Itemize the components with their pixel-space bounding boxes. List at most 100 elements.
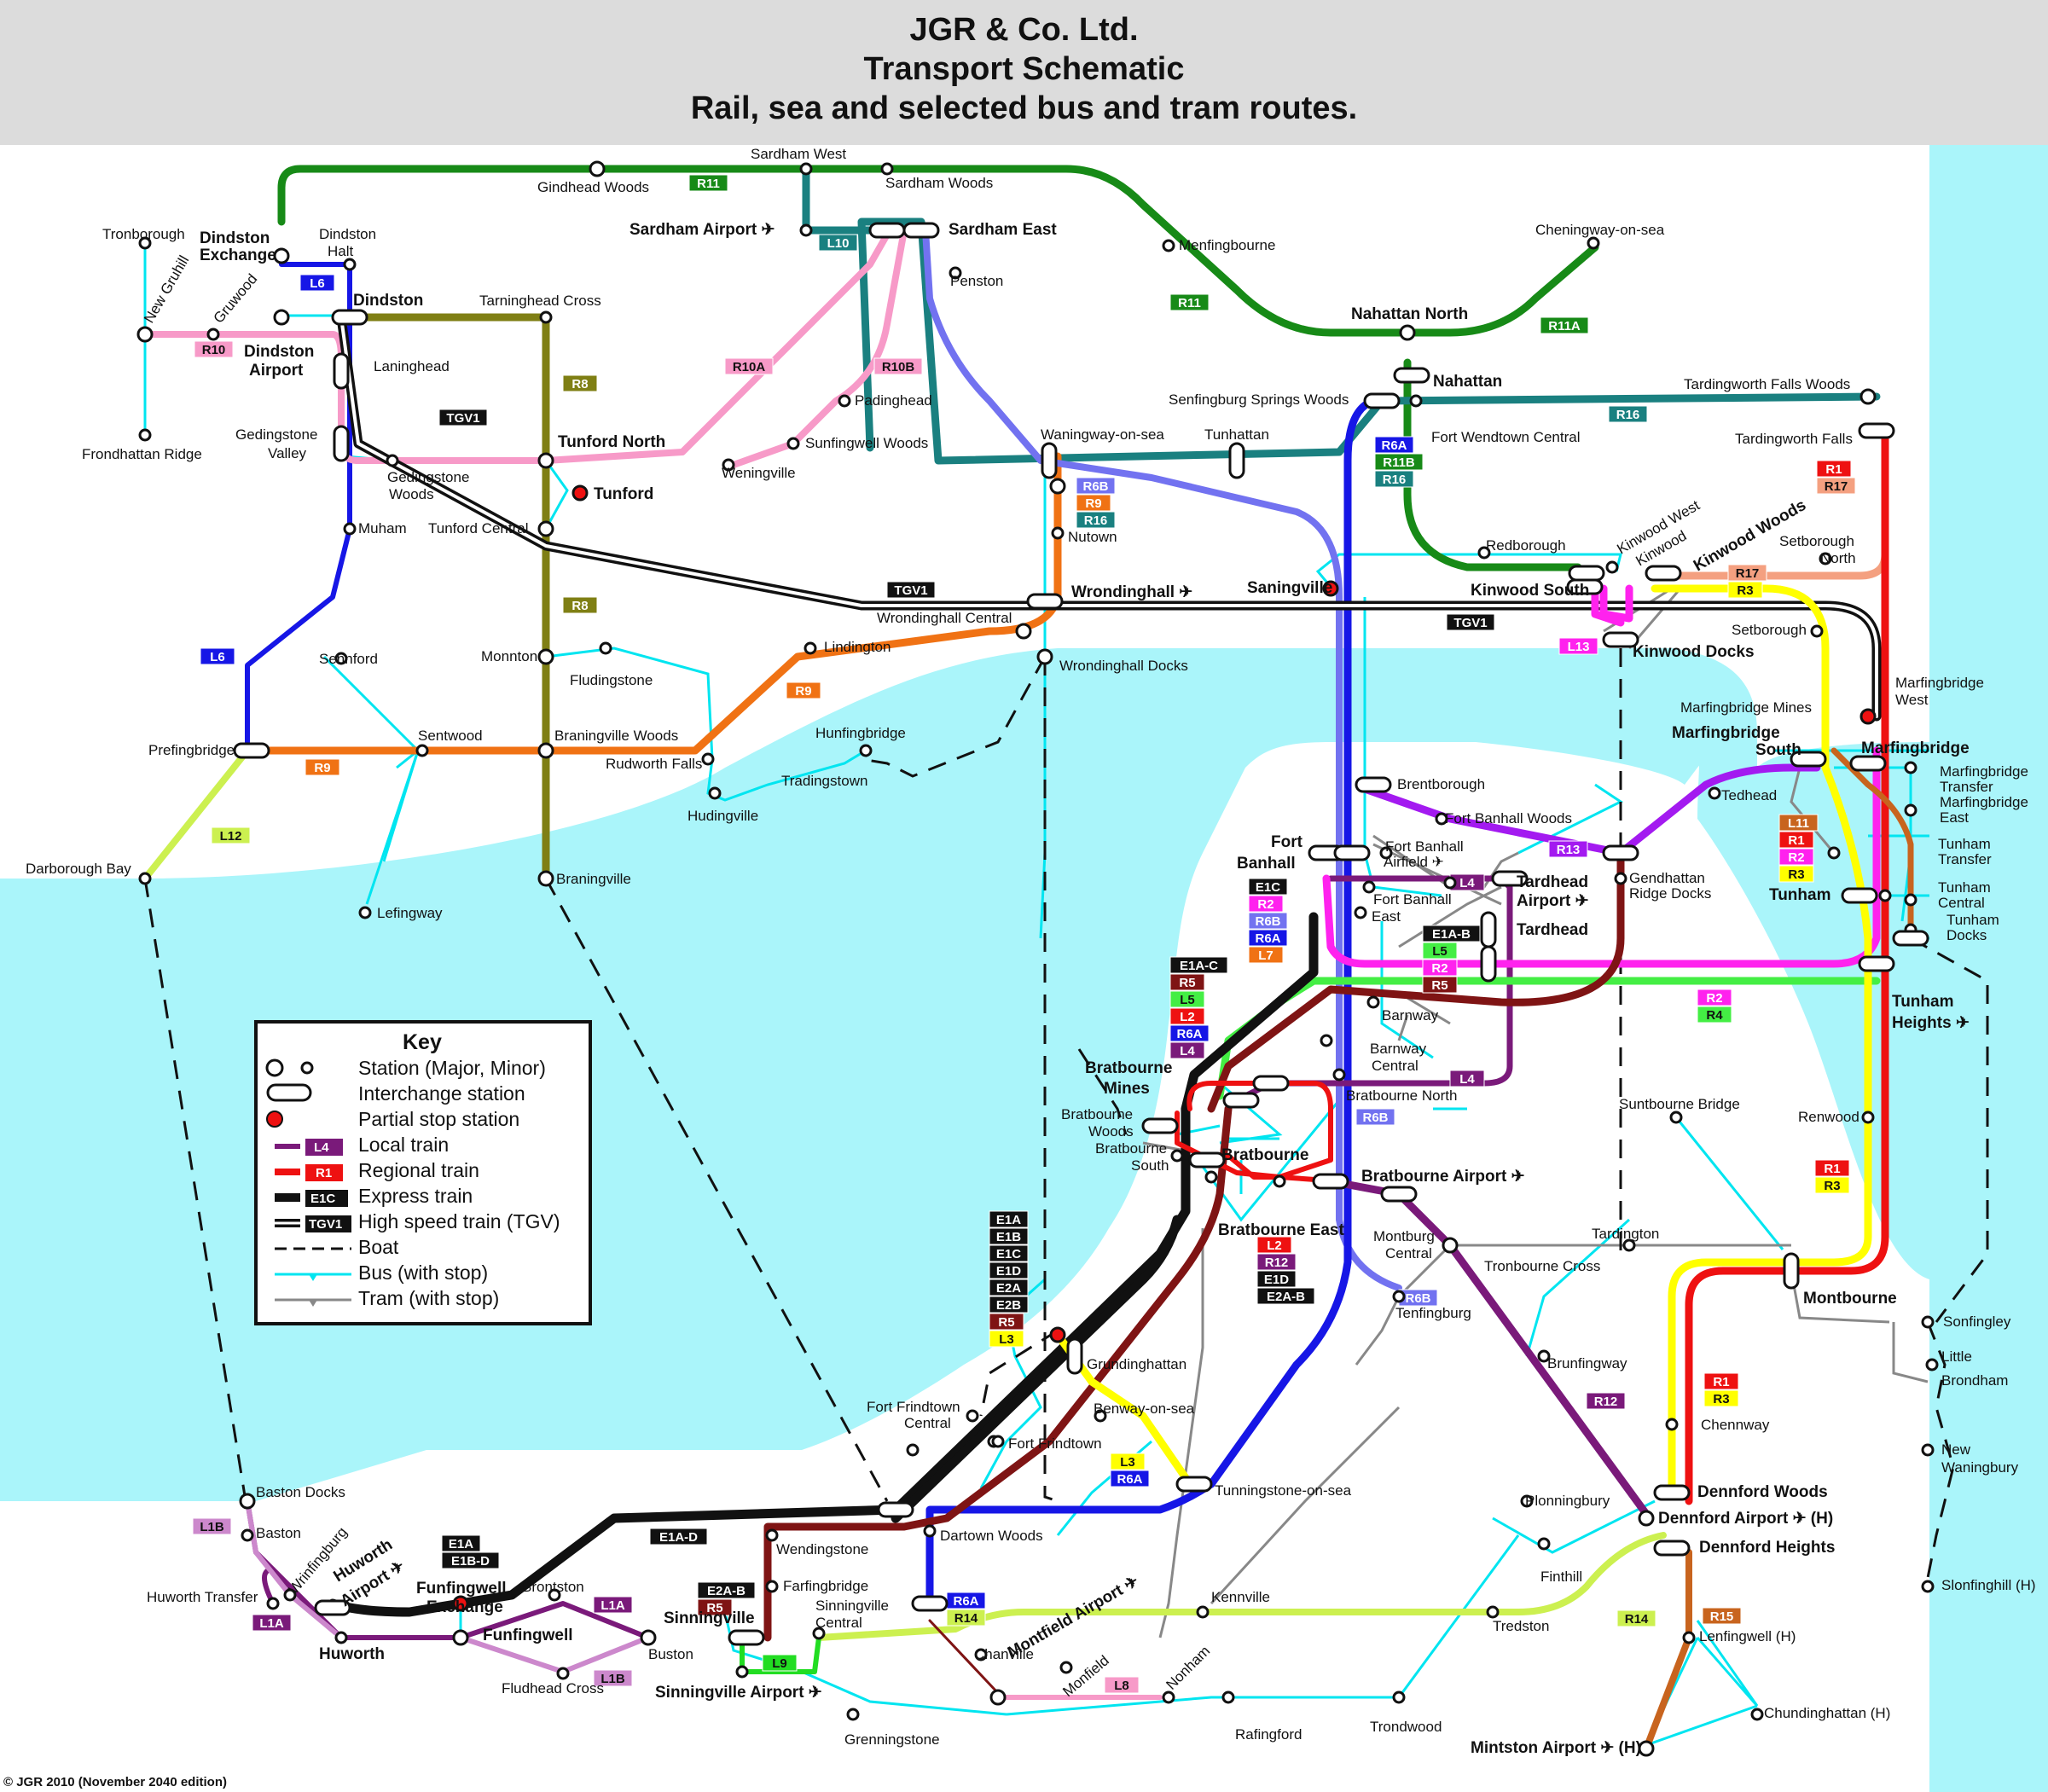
station-marker: [273, 309, 290, 326]
station-label-renwood: Renwood: [1798, 1109, 1859, 1125]
route-badge-label: R12: [1265, 1256, 1289, 1270]
interchange-station: [1363, 392, 1401, 409]
route-badge-label: L1B: [200, 1520, 224, 1534]
station-label-funfingwell: Funfingwell: [483, 1627, 573, 1644]
station-marker: [537, 742, 554, 759]
station-marker: [1392, 1290, 1406, 1303]
route-badge-l8: [1104, 1676, 1140, 1694]
interchange-station: [1491, 870, 1529, 887]
interchange-station: [1141, 1117, 1179, 1134]
station-marker: [1904, 893, 1917, 907]
route-badge-r15: [1702, 1607, 1742, 1625]
route-badge-label: E1A-D: [659, 1530, 698, 1545]
route-badge-r16: [1374, 470, 1414, 488]
key-tram: Tram (with stop): [358, 1287, 499, 1309]
route-badge-label: L1A: [259, 1616, 284, 1631]
station-marker: [1196, 1605, 1210, 1619]
interchange-station: [1653, 1484, 1691, 1501]
station-marker: [206, 328, 220, 341]
station-marker: [537, 452, 554, 469]
route-badge-e1b-d: [441, 1551, 500, 1569]
station-label-bratbourne-airport: Bratbourne Airport ✈: [1361, 1168, 1525, 1186]
interchange-station: [902, 222, 940, 239]
station-marker: [1925, 1358, 1939, 1372]
route-badge-r16: [1608, 405, 1648, 423]
station-marker: [799, 223, 813, 237]
line-R13: [1360, 763, 1821, 857]
route-badge-r1: [1816, 460, 1852, 478]
station-label-tunham-transfer-2: Transfer: [1938, 851, 1992, 867]
station-label-setborough-north-2: North: [1820, 550, 1856, 566]
route-badge-l10: [818, 234, 858, 252]
station-label-tenfingburg: Tenfingburg: [1395, 1305, 1471, 1321]
station-marker: [1059, 1661, 1073, 1674]
station-label-tunford-central: Tunford Central: [428, 520, 528, 536]
route-badge-label: L7: [1258, 948, 1273, 963]
line-TGV1-inner: [339, 316, 1878, 718]
route-badge-l13: [1558, 637, 1598, 655]
station-marker: [765, 1580, 779, 1593]
station-label-marf-east-2: East: [1940, 809, 1969, 826]
station-label-wendingstone: Wendingstone: [776, 1541, 868, 1557]
station-label-sonfingley: Sonfingley: [1943, 1314, 2011, 1330]
key-regional: Regional train: [358, 1159, 479, 1181]
station-marker: [1861, 1111, 1875, 1124]
route-badge-label: R6A: [953, 1594, 978, 1609]
station-label-brentborough: Brentborough: [1397, 776, 1485, 792]
station-label-tunham-docks-2: Docks: [1946, 927, 1987, 943]
route-badge-r11a: [1540, 316, 1589, 334]
route-badge-label: E1C: [996, 1247, 1021, 1261]
station-marker: [1273, 1174, 1286, 1188]
route-badge-label: E1A: [449, 1537, 473, 1551]
station-label-tunford: Tunford: [594, 485, 653, 503]
station-label-sunbourne-bridge: Suntbourne Bridge: [1619, 1096, 1740, 1112]
line-L1B-west: [245, 1499, 344, 1640]
interchange-station: [1175, 1476, 1213, 1493]
route-badge-label: E2A: [996, 1281, 1021, 1296]
station-label-tardhead-airport-2: Airport ✈: [1517, 892, 1589, 910]
station-marker: [1921, 1443, 1935, 1457]
route-badge-r9: [305, 758, 340, 776]
title-line-1: JGR & Co. Ltd.: [909, 12, 1139, 48]
interchange-station: [868, 222, 906, 239]
station-marker: [1904, 761, 1917, 774]
interchange-station: [1228, 442, 1245, 479]
route-badge-e1a-c: [1169, 956, 1228, 974]
station-label-huworth: Huworth: [319, 1645, 385, 1663]
route-badge-label: R16: [1383, 473, 1407, 487]
route-badge-l4: [1169, 1041, 1205, 1059]
route-badge-r11: [1169, 293, 1210, 311]
line-R6A: [925, 397, 1378, 1608]
station-label-sentwood: Sentwood: [418, 728, 483, 744]
station-label-fort-banhall-east-1: Fort Banhall: [1373, 891, 1452, 908]
line-R12: [1326, 1177, 1651, 1518]
station-label-tardingworth-falls-woods: Tardingworth Falls Woods: [1684, 376, 1850, 392]
route-badge-label: R13: [1557, 843, 1581, 857]
station-marker: [1477, 546, 1491, 560]
station-marker: [804, 641, 817, 655]
station-marker: [537, 648, 554, 665]
station-label-tedhead: Tedhead: [1721, 787, 1777, 803]
route-badge-l9: [762, 1654, 798, 1672]
route-badge-r17: [1816, 477, 1856, 495]
route-badge-l7: [1248, 946, 1284, 964]
key-partial: Partial stop station: [358, 1108, 519, 1130]
interchange-station: [1602, 631, 1639, 648]
station-label-dennford-airport: Dennford Airport ✈ (H): [1658, 1510, 1833, 1528]
station-label-sinningville-central-1: Sinningville: [815, 1598, 889, 1614]
station-label-gendhattan-2: Ridge Docks: [1629, 885, 1711, 902]
station-marker: [640, 1629, 657, 1646]
station-label-bratbourne-north: Bratbourne North: [1346, 1087, 1457, 1104]
route-badge-label: L5: [1432, 944, 1448, 959]
route-badge-label: L8: [1114, 1679, 1129, 1693]
station-marker: [1750, 1708, 1764, 1721]
station-label-wrondinghall-docks: Wrondinghall Docks: [1059, 658, 1188, 674]
interchange-station: [1849, 755, 1887, 772]
route-badge-e1a: [441, 1534, 481, 1552]
route-badge-label: R17: [1736, 566, 1760, 581]
line-E1-B: [891, 1215, 1182, 1523]
station-label-montbourne: Montbourne: [1803, 1290, 1897, 1308]
station-label-montburg-central-1: Montburg: [1373, 1228, 1435, 1244]
station-marker: [239, 1493, 256, 1510]
interchange-station: [314, 1599, 351, 1616]
